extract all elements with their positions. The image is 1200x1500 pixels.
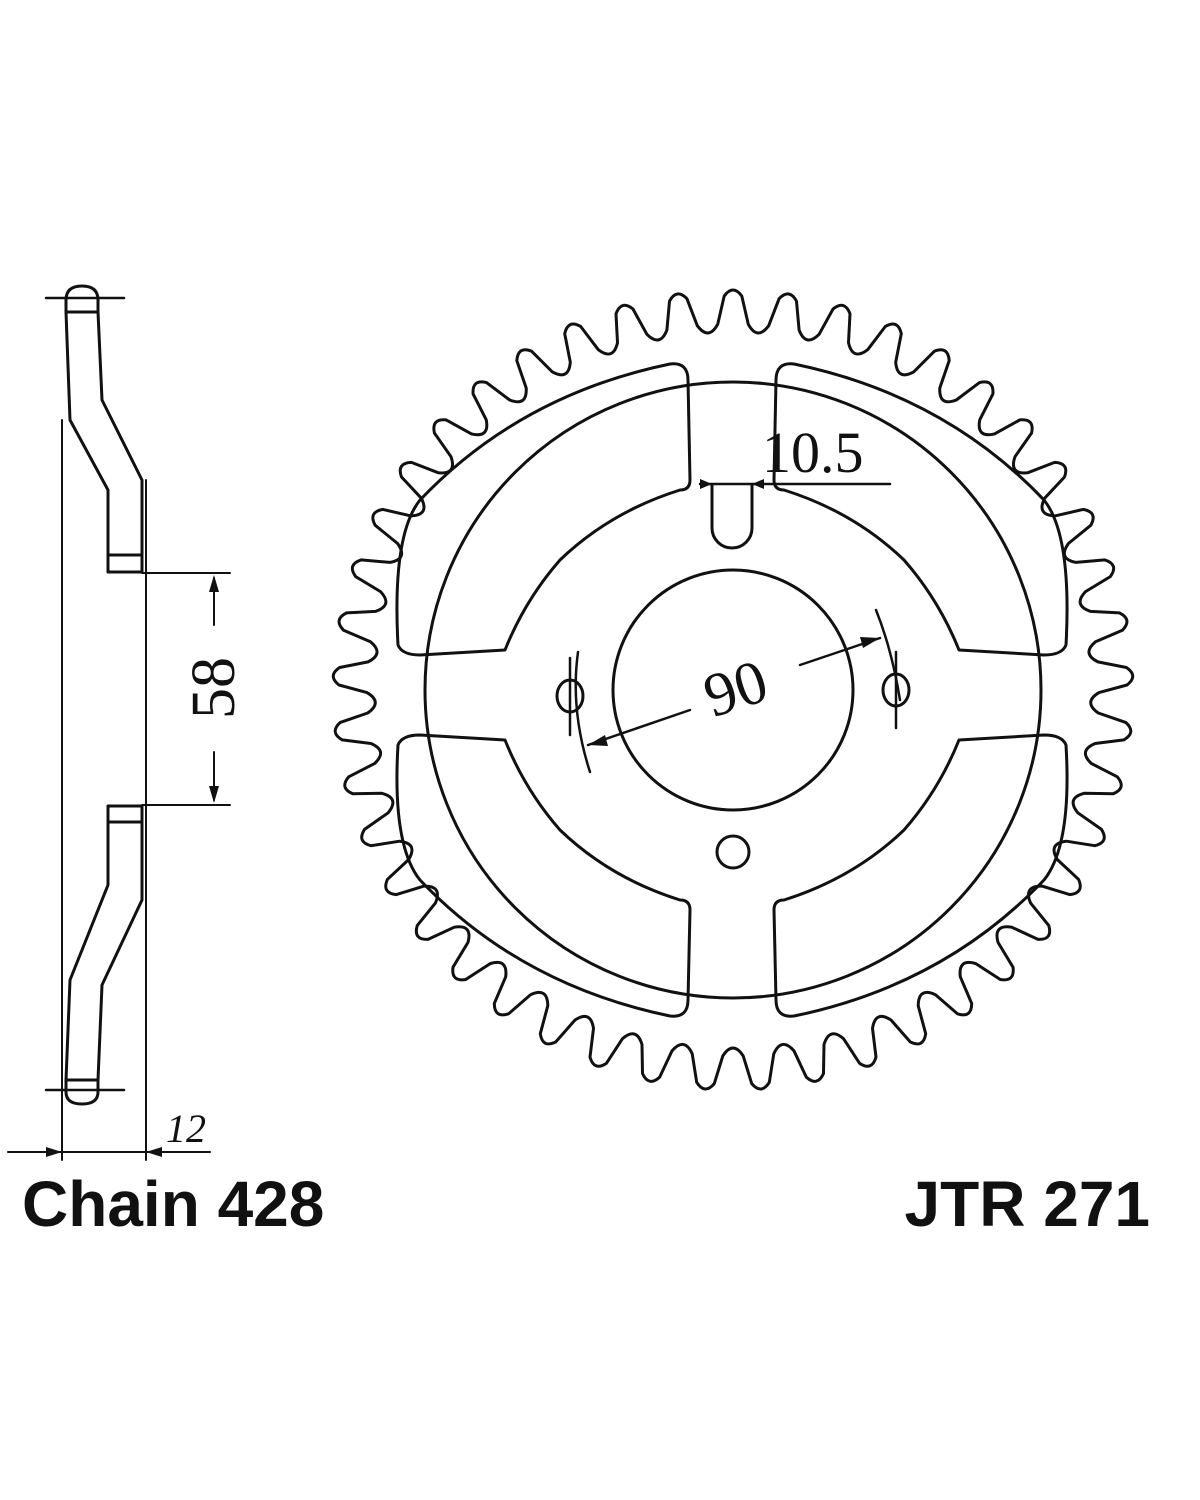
bolt-dim-arrow-left	[700, 479, 712, 489]
pcd-arc-right	[874, 608, 902, 702]
pcd-arc-left	[574, 650, 592, 774]
pcd-dimension-label: 90	[696, 647, 776, 731]
section-upper-web	[64, 310, 144, 557]
section-upper-hub	[106, 553, 144, 574]
bolt-hole-bottom	[715, 834, 751, 870]
center-bore	[611, 568, 855, 812]
thickness-dim-arrow-left	[46, 1147, 62, 1157]
bore-dim-arrow-top	[209, 575, 219, 592]
pcd-dim-arrow-left	[588, 735, 608, 746]
cutout-top-right	[772, 362, 1069, 657]
bolt-dim-arrow-right	[752, 479, 764, 489]
sprocket-tooth-outline	[331, 288, 1135, 1091]
section-lower-hub	[106, 804, 144, 824]
section-lower-web	[64, 820, 144, 1082]
hub-ring-circle	[423, 380, 1043, 1000]
cutout-bottom-left	[395, 733, 692, 1018]
thickness-dim-arrow-right	[146, 1147, 162, 1157]
bore-dimension-label: 58	[180, 657, 248, 719]
bolt-hole-top	[710, 483, 754, 550]
section-bottom-rim	[64, 1078, 100, 1106]
bolt-hole-dimension-label: 10.5	[762, 420, 864, 485]
pcd-dim-arrow-right	[860, 637, 880, 648]
cutout-top-left	[395, 362, 692, 657]
bore-dim-arrow-bottom	[209, 786, 219, 803]
section-top-rim	[64, 284, 100, 314]
chain-size-label: Chain 428	[22, 1168, 324, 1240]
cutout-bottom-right	[772, 733, 1069, 1018]
thickness-dimension-label: 12	[166, 1106, 206, 1151]
part-number-label: JTR 271	[905, 1168, 1150, 1240]
side-section-view: 58 12	[7, 284, 248, 1161]
sprocket-front-view: 10.5 90	[331, 288, 1135, 1091]
